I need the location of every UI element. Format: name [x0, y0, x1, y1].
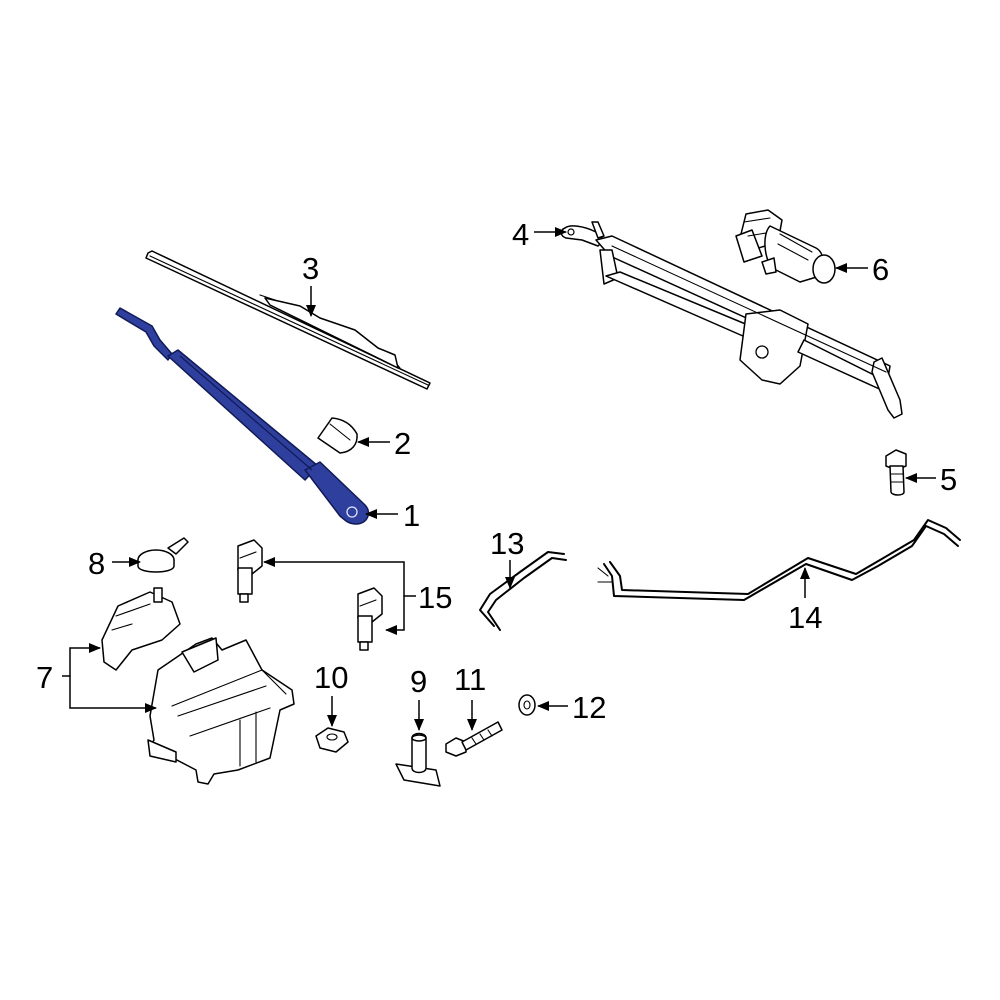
callout-label-10: 10 [314, 660, 348, 695]
callout-13: 13 [490, 526, 524, 589]
callout-label-13: 13 [490, 526, 524, 561]
callout-label-7: 7 [36, 660, 53, 695]
callout-label-8: 8 [88, 546, 105, 581]
callout-label-9: 9 [410, 664, 427, 699]
grommet-stud [395, 732, 441, 787]
callout-15: 15 [263, 557, 452, 635]
washer-reservoir [101, 587, 295, 785]
callout-label-6: 6 [872, 252, 889, 287]
callout-label-1: 1 [403, 498, 420, 533]
callout-11: 11 [454, 662, 486, 731]
callout-4: 4 [512, 217, 567, 252]
callout-8: 8 [88, 546, 141, 581]
callout-5: 5 [905, 462, 957, 497]
washer-hose-long [597, 519, 961, 601]
callout-2: 2 [357, 426, 411, 461]
reservoir-cap [137, 537, 189, 573]
flat-washer [518, 694, 536, 716]
callout-label-4: 4 [512, 217, 529, 252]
callout-1: 1 [365, 498, 420, 533]
callout-12: 12 [537, 690, 606, 725]
nut [315, 727, 349, 753]
washer-pump [237, 539, 263, 603]
callout-6: 6 [835, 252, 889, 287]
wiper-arm [115, 307, 370, 525]
washer-hose-short [479, 551, 567, 631]
callout-label-15: 15 [418, 580, 452, 615]
callout-10: 10 [314, 660, 348, 727]
arm-cap [317, 417, 358, 454]
callout-label-11: 11 [454, 662, 486, 697]
wiper-motor [735, 209, 836, 284]
washer-pump [357, 587, 383, 651]
callout-label-3: 3 [302, 251, 319, 286]
callout-3: 3 [302, 251, 319, 317]
callout-9: 9 [410, 664, 427, 731]
callout-label-12: 12 [572, 690, 606, 725]
callout-label-2: 2 [394, 426, 411, 461]
callout-label-14: 14 [788, 600, 822, 635]
wiper-linkage [560, 221, 903, 419]
callout-14: 14 [788, 567, 822, 635]
hex-bolt [445, 721, 503, 757]
callout-7: 7 [36, 643, 157, 713]
bolt [885, 449, 907, 496]
callout-label-5: 5 [940, 462, 957, 497]
